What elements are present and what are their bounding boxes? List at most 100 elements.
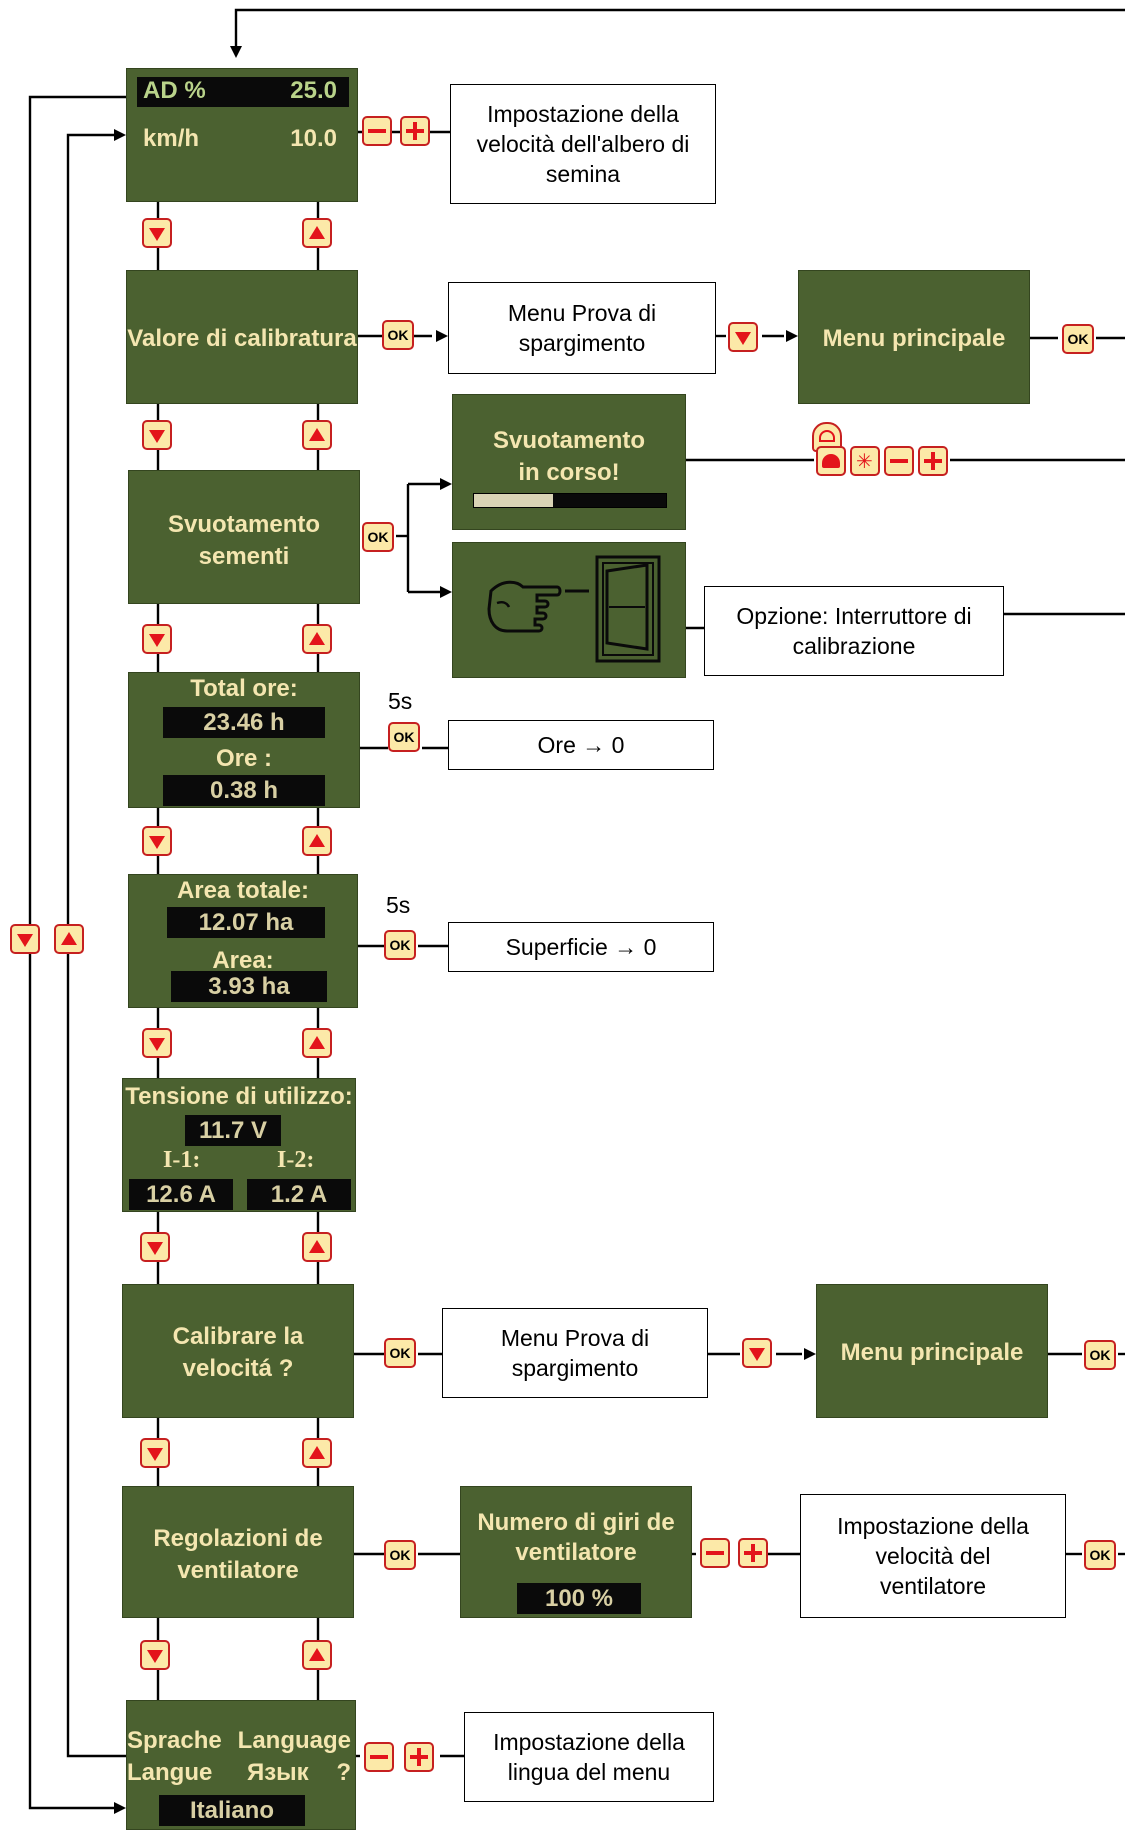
language-sprache: Sprache (127, 1727, 222, 1754)
box-menu-language-setting: Impostazione della lingua del menu (464, 1712, 714, 1802)
screen-main-menu-1[interactable]: Menu principale (798, 270, 1030, 404)
pointing-hand-icon (487, 555, 661, 663)
language-value: Italiano (159, 1795, 305, 1826)
arrow-up-key-icon[interactable] (302, 1028, 332, 1058)
ok-key-icon[interactable]: OK (1084, 1340, 1116, 1370)
current-2-label: I-2: (277, 1147, 315, 1173)
emptying-progress-fill (552, 494, 666, 507)
screen-area: Area totale: 12.07 ha Area: 3.93 ha (128, 874, 358, 1008)
main-menu-1-label: Menu principale (822, 325, 1006, 352)
screen-hours: Total ore: 23.46 h Ore : 0.38 h (128, 672, 360, 808)
screen-emptying-progress: Svuotamento in corso! (452, 394, 686, 530)
box-area-reset: Superficie → 0 (448, 922, 714, 972)
arrow-up-key-icon[interactable] (302, 1438, 332, 1468)
arrow-down-key-icon[interactable] (142, 420, 172, 450)
speed-cal-line2: velocitá ? (182, 1355, 294, 1382)
row3-arrowhead-a (440, 478, 452, 490)
arrow-up-key-icon[interactable] (302, 1640, 332, 1670)
arrow-up-key-icon[interactable] (302, 1232, 332, 1262)
ok-key-icon[interactable]: OK (388, 722, 420, 752)
box-fan-speed-setting: Impostazione della velocità del ventilat… (800, 1494, 1066, 1618)
arrow-down-key-icon[interactable] (742, 1338, 772, 1368)
area-total-value: 12.07 ha (167, 907, 325, 938)
arrow-up-key-icon[interactable] (54, 924, 84, 954)
speed-cal-line1: Calibrare la (172, 1323, 304, 1350)
hours-ore-value: 0.38 h (163, 775, 325, 806)
arrow-down-key-icon[interactable] (140, 1232, 170, 1262)
ok-key-icon[interactable]: OK (382, 320, 414, 350)
screen-main-menu-2[interactable]: Menu principale (816, 1284, 1048, 1418)
light-key-icon[interactable] (850, 446, 880, 476)
minus-key-icon[interactable] (884, 446, 914, 476)
loop-outer-arrowhead (114, 1802, 126, 1814)
ok-key-icon[interactable]: OK (362, 522, 394, 552)
row7-arrowhead (804, 1348, 816, 1360)
screen-seed-emptying[interactable]: Svuotamento sementi (128, 470, 360, 604)
hours-total-value: 23.46 h (163, 707, 325, 738)
kmh-value: 10.0 (290, 125, 337, 152)
main-menu-2-label: Menu principale (840, 1339, 1024, 1366)
arrow-down-key-icon[interactable] (728, 322, 758, 352)
arrow-up-key-icon[interactable] (302, 420, 332, 450)
ok-key-icon[interactable]: OK (384, 930, 416, 960)
current-1-value: 12.6 A (129, 1179, 233, 1210)
kmh-label: km/h (143, 125, 200, 152)
plus-key-icon[interactable] (400, 116, 430, 146)
screen-calibration-switch (452, 542, 686, 678)
current-1-label: I-1: (163, 1147, 201, 1173)
minus-key-icon[interactable] (700, 1538, 730, 1568)
arrow-down-key-icon[interactable] (142, 1028, 172, 1058)
emptying-line1: Svuotamento (492, 427, 645, 454)
hours-ore-label: Ore : (215, 745, 272, 772)
ad-row-highlight (137, 77, 349, 107)
screen-ad-speed: AD % 25.0 km/h 10.0 (126, 68, 358, 202)
plus-key-icon[interactable] (404, 1742, 434, 1772)
box-seed-speed-setting: Impostazione della velocità dell'albero … (450, 84, 716, 204)
hold-5s-note-2: 5s (386, 892, 411, 918)
loop-top-line (234, 8, 1125, 48)
box-test-menu-1[interactable]: Menu Prova di spargimento (448, 282, 716, 374)
language-language: Language (237, 1727, 351, 1754)
screen-fan-settings[interactable]: Regolazioni de ventilatore (122, 1486, 354, 1618)
ok-key-icon[interactable]: OK (384, 1540, 416, 1570)
arrow-up-key-icon[interactable] (302, 826, 332, 856)
calibration-value-label: Valore di calibratura (127, 325, 357, 352)
screen-calibration-value[interactable]: Valore di calibratura (126, 270, 358, 404)
ad-label: AD % (143, 77, 206, 104)
plus-key-icon[interactable] (918, 446, 948, 476)
row2-arrowhead-a (436, 330, 448, 342)
emptying-progress-bar (473, 493, 667, 508)
arrow-down-key-icon[interactable] (10, 924, 40, 954)
language-langue: Langue (127, 1759, 213, 1786)
arrow-down-key-icon[interactable] (140, 1640, 170, 1670)
ok-key-icon[interactable]: OK (1084, 1540, 1116, 1570)
hours-total-label: Total ore: (190, 675, 298, 702)
plus-key-icon[interactable] (738, 1538, 768, 1568)
hold-5s-note-1: 5s (388, 688, 413, 714)
loop-top-arrowhead (230, 46, 242, 58)
screen-speed-calibration[interactable]: Calibrare la velocitá ? (122, 1284, 354, 1418)
arrow-down-key-icon[interactable] (140, 1438, 170, 1468)
arrow-down-key-icon[interactable] (142, 624, 172, 654)
area-label: Area: (212, 947, 274, 974)
ok-key-icon[interactable]: OK (384, 1338, 416, 1368)
minus-key-icon[interactable] (362, 116, 392, 146)
box-hours-reset: Ore → 0 (448, 720, 714, 770)
screen-language: Sprache Language Langue Язык ? Italiano (126, 1700, 356, 1830)
seed-empty-line1: Svuotamento (167, 511, 320, 538)
arrow-up-key-icon[interactable] (302, 218, 332, 248)
seed-empty-line2: sementi (198, 543, 290, 570)
box-test-menu-2[interactable]: Menu Prova di spargimento (442, 1308, 708, 1398)
arrow-up-key-icon[interactable] (302, 624, 332, 654)
voltage-label: Tensione di utilizzo: (125, 1083, 353, 1110)
rocker-switch-icon (595, 555, 661, 663)
row2-arrowhead-b (786, 330, 798, 342)
emptying-line2: in corso! (518, 459, 620, 486)
row3-arrowhead-b (440, 586, 452, 598)
ok-key-icon[interactable]: OK (1062, 324, 1094, 354)
arrow-down-key-icon[interactable] (142, 826, 172, 856)
fan-rpm-line1: Numero di giri de (477, 1509, 675, 1536)
minus-key-icon[interactable] (364, 1742, 394, 1772)
fan-key-icon[interactable] (816, 446, 846, 476)
arrow-down-key-icon[interactable] (142, 218, 172, 248)
